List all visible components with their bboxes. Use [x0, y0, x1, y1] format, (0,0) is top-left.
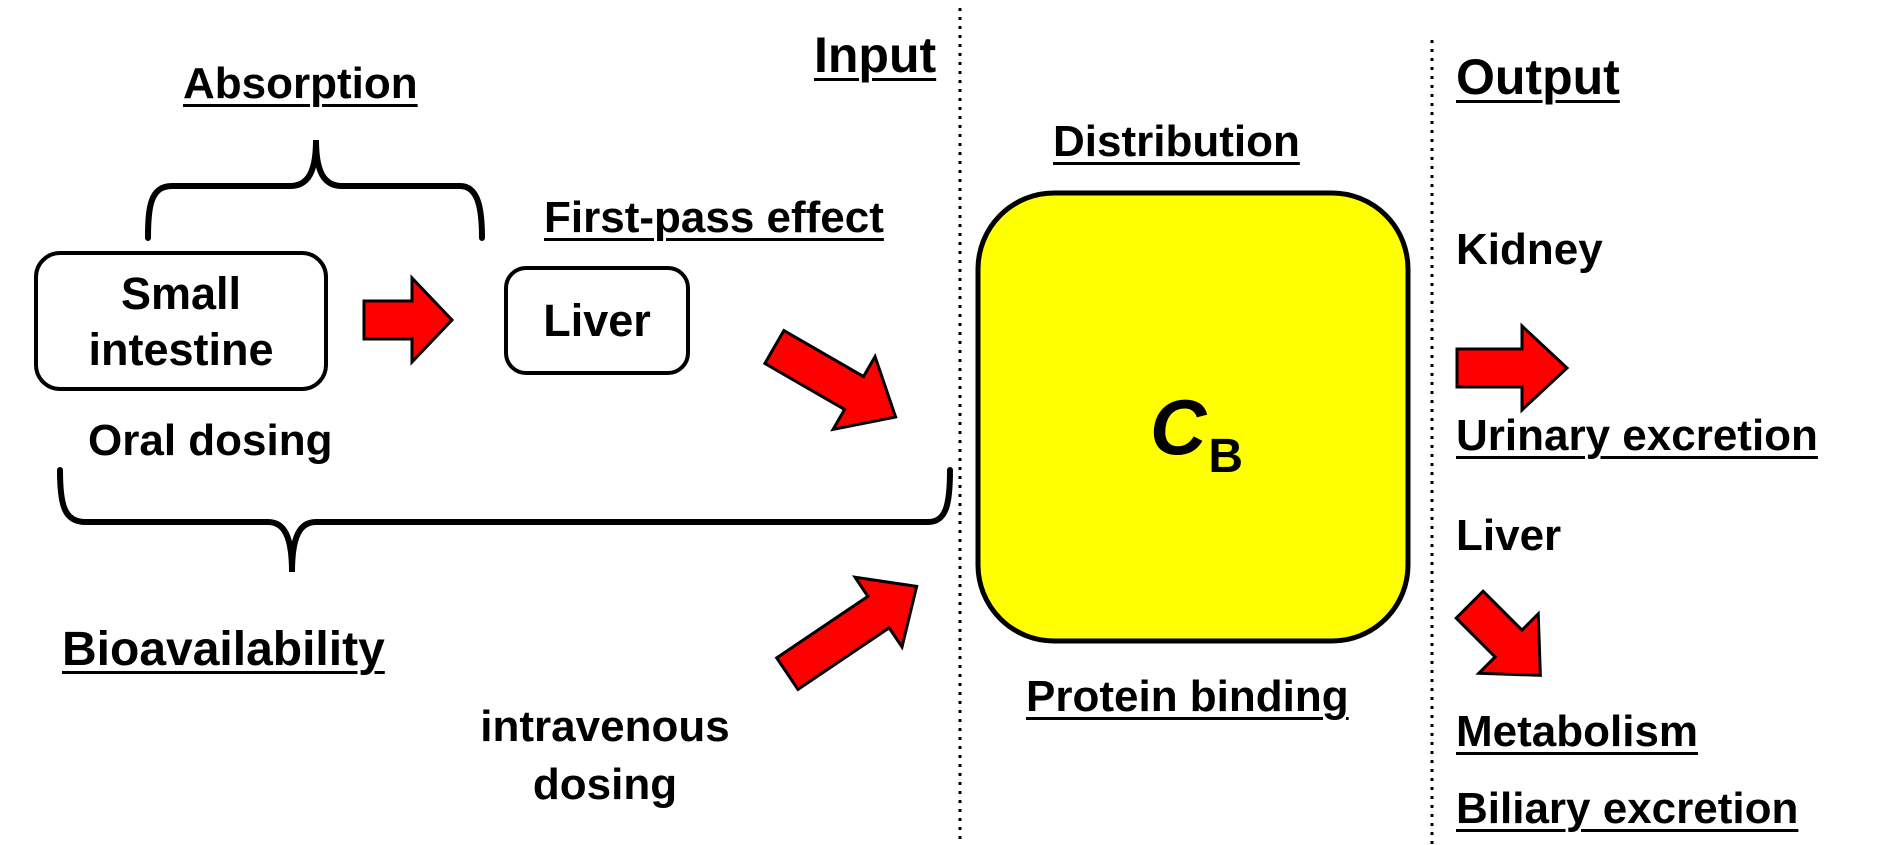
small-intestine-box — [34, 251, 328, 391]
arrow-iv-to-compartment — [774, 575, 919, 692]
bioavailability-label: Bioavailability — [62, 623, 385, 676]
absorption-label: Absorption — [183, 59, 418, 108]
liver-box — [504, 266, 690, 375]
output-heading: Output — [1456, 49, 1620, 105]
oral-dosing-label: Oral dosing — [88, 416, 333, 465]
input-heading: Input — [814, 27, 937, 83]
arrow-liver-to-compartment — [762, 328, 898, 432]
distribution-label: Distribution — [1053, 117, 1300, 166]
iv-dosing-line2: dosing — [532, 760, 678, 809]
liver-box-label: Liver — [543, 295, 651, 346]
first-pass-effect-label: First-pass effect — [544, 193, 884, 242]
concentration-subscript: B — [1208, 430, 1244, 483]
concentration-symbol: C — [1150, 383, 1207, 471]
small-intestine-label: Small intestine — [36, 266, 326, 378]
urinary-excretion-label: Urinary excretion — [1456, 411, 1818, 460]
iv-dosing-line1: intravenous — [480, 702, 730, 751]
arrow-liver-output — [1454, 589, 1542, 677]
small-intestine-line1: Small — [120, 268, 242, 319]
compartment-concentration-label: CB — [1150, 382, 1243, 483]
bioavailability-brace — [57, 467, 953, 573]
arrow-intestine-to-liver — [362, 274, 455, 366]
metabolism-label: Metabolism — [1456, 707, 1699, 756]
absorption-brace — [145, 139, 485, 241]
arrow-kidney-output — [1455, 322, 1570, 414]
intravenous-dosing-label: intravenous dosing — [440, 698, 770, 814]
biliary-excretion-label: Biliary excretion — [1456, 784, 1799, 833]
kidney-label: Kidney — [1456, 225, 1603, 274]
central-compartment-box — [975, 190, 1411, 644]
protein-binding-label: Protein binding — [1026, 672, 1349, 721]
liver-output-label: Liver — [1456, 511, 1562, 560]
small-intestine-line2: intestine — [88, 324, 274, 375]
